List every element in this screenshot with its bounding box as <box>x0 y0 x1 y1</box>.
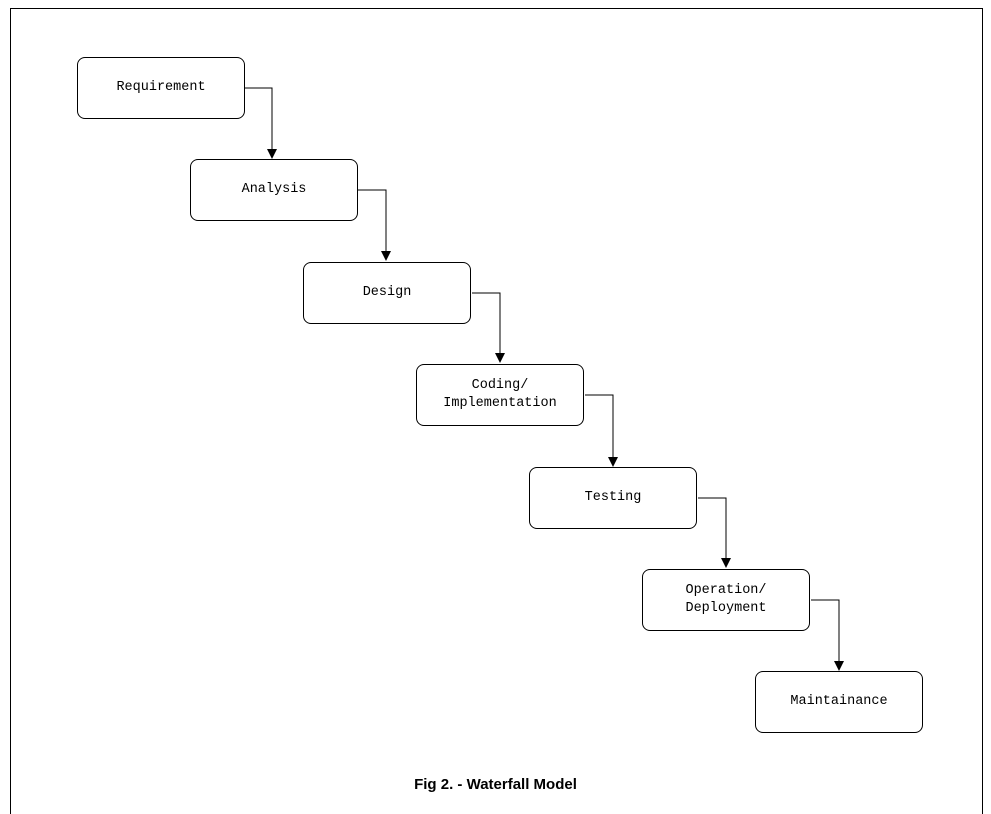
step-coding-implementation: Coding/ Implementation <box>416 364 584 426</box>
diagram-frame <box>10 8 983 814</box>
figure-caption: Fig 2. - Waterfall Model <box>414 776 577 793</box>
connector-arrow <box>698 497 731 568</box>
step-analysis: Analysis <box>190 159 358 221</box>
step-operation-deployment: Operation/ Deployment <box>642 569 810 631</box>
connector-arrow <box>245 87 277 159</box>
step-maintainance: Maintainance <box>755 671 923 733</box>
connector-arrow <box>811 599 844 671</box>
connector-arrow <box>358 189 391 261</box>
connector-arrow <box>585 394 618 467</box>
step-design: Design <box>303 262 471 324</box>
connector-arrow <box>472 292 505 363</box>
step-testing: Testing <box>529 467 697 529</box>
step-requirement: Requirement <box>77 57 245 119</box>
